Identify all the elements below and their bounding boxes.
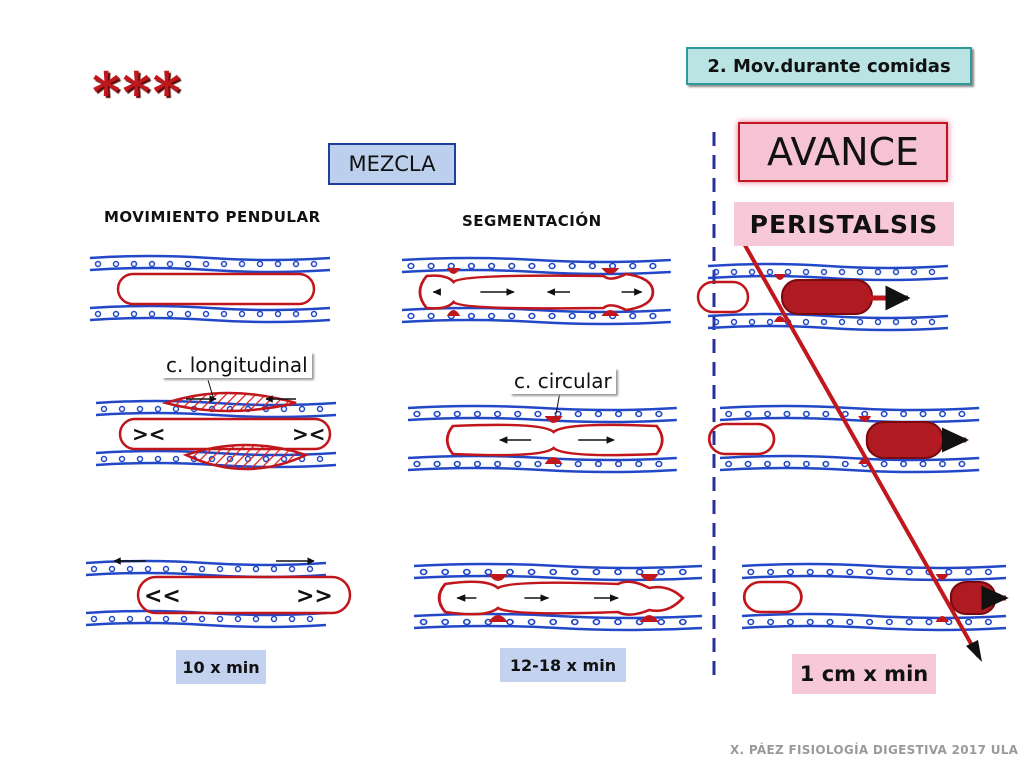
peristalsis-diagram-3	[740, 562, 1009, 632]
pendular-rate: 10 x min	[176, 650, 266, 684]
footer-credit: X. PÁEZ FISIOLOGÍA DIGESTIVA 2017 ULA	[730, 743, 1019, 757]
section-label: 2. Mov.durante comidas	[686, 47, 972, 85]
segmentacion-diagram-2	[406, 404, 679, 474]
avance-label: AVANCE	[738, 122, 948, 182]
pendular-diagram-2: >< ><	[94, 391, 338, 471]
pendular-diagram-3: << >>	[84, 557, 352, 629]
pendular-heading: MOVIMIENTO PENDULAR	[104, 208, 321, 226]
segmentacion-heading: SEGMENTACIÓN	[462, 212, 602, 230]
svg-text:>>: >>	[296, 584, 333, 609]
peristalsis-rate: 1 cm x min	[792, 654, 936, 694]
svg-text:<<: <<	[144, 584, 181, 609]
segmentacion-diagram-3	[412, 562, 704, 632]
peristalsis-label: PERISTALSIS	[734, 202, 954, 246]
mezcla-label: MEZCLA	[328, 143, 456, 185]
segmentacion-diagram-1	[400, 256, 673, 326]
peristalsis-diagram-1	[696, 262, 950, 332]
stars-decoration: ***	[92, 60, 183, 124]
svg-text:><: ><	[292, 422, 326, 446]
progression-arrow	[740, 239, 980, 657]
longitudinal-callout: c. longitudinal	[162, 352, 312, 378]
peristalsis-diagram-2	[707, 404, 981, 474]
segmentacion-rate: 12-18 x min	[500, 648, 626, 682]
progression-arrow-head	[966, 640, 982, 662]
pendular-diagram-1	[88, 254, 332, 324]
svg-text:><: ><	[132, 422, 166, 446]
circular-callout: c. circular	[510, 368, 616, 394]
